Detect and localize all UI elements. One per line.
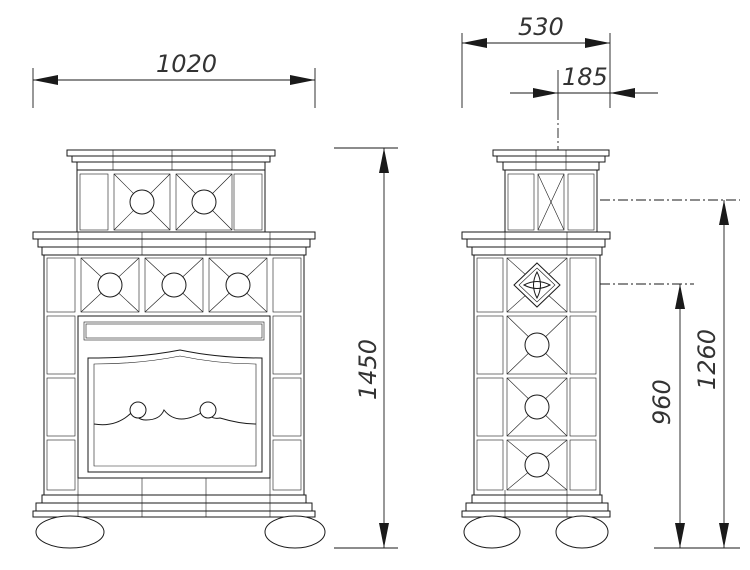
dimension-upper-height: 1260 <box>600 199 740 549</box>
dimension-depth: 530 <box>461 13 611 108</box>
front-tile-1 <box>80 257 140 313</box>
front-right-foot <box>264 515 326 549</box>
front-tile-3 <box>208 257 268 313</box>
dimension-width: 1020 <box>32 50 316 108</box>
upper-front-tile-2 <box>175 173 233 231</box>
dimension-offset: 185 <box>510 63 658 150</box>
depth-label: 530 <box>518 13 564 41</box>
width-label: 1020 <box>156 50 217 78</box>
front-left-foot <box>35 515 105 549</box>
side-left-foot <box>463 515 521 549</box>
lower-height-label: 960 <box>648 379 676 425</box>
upper-front-tile-1 <box>113 173 171 231</box>
side-tile-1 <box>506 315 568 375</box>
front-view <box>32 149 326 549</box>
upper-height-label: 1260 <box>693 329 721 390</box>
ornament-tile <box>506 257 568 313</box>
dimension-total-height: 1450 <box>334 147 398 549</box>
offset-label: 185 <box>562 63 608 91</box>
side-tile-2 <box>506 377 568 437</box>
dimension-lower-height: 960 <box>600 283 694 548</box>
side-right-foot <box>555 515 609 549</box>
side-view <box>461 149 611 549</box>
fire-door <box>77 315 271 479</box>
total-height-label: 1450 <box>354 339 382 400</box>
side-tile-3 <box>506 439 568 491</box>
front-tile-2 <box>144 257 204 313</box>
